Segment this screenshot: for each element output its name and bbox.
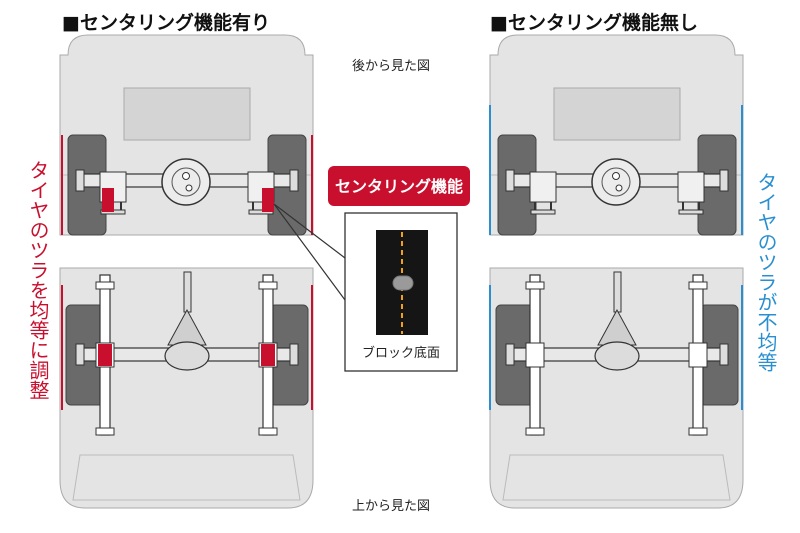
rear-view-label: 後から見た図: [352, 59, 431, 74]
left-rear-view: [59, 34, 314, 236]
right-rear-view: [489, 34, 744, 236]
left-panel-title: ■センタリング機能有り: [62, 12, 270, 34]
detail-caption: ブロック底面: [362, 345, 440, 361]
right-top-view: [489, 267, 744, 509]
right-side-label: タイヤのツラが不均等: [754, 172, 778, 372]
top-view-label: 上から見た図: [352, 499, 431, 514]
right-centering-block: [262, 188, 274, 212]
left-side-label: タイヤのツラを均等に調整: [26, 160, 50, 400]
right-top-block: [261, 344, 275, 366]
centering-badge-label: センタリング機能: [335, 177, 463, 196]
right-panel-title: ■センタリング機能無し: [490, 12, 698, 34]
centering-badge: [328, 166, 470, 206]
left-top-view: [59, 267, 314, 509]
center-pin: [392, 275, 414, 291]
left-centering-block: [102, 188, 114, 212]
callout-line: [273, 203, 346, 301]
left-top-block: [98, 344, 112, 366]
